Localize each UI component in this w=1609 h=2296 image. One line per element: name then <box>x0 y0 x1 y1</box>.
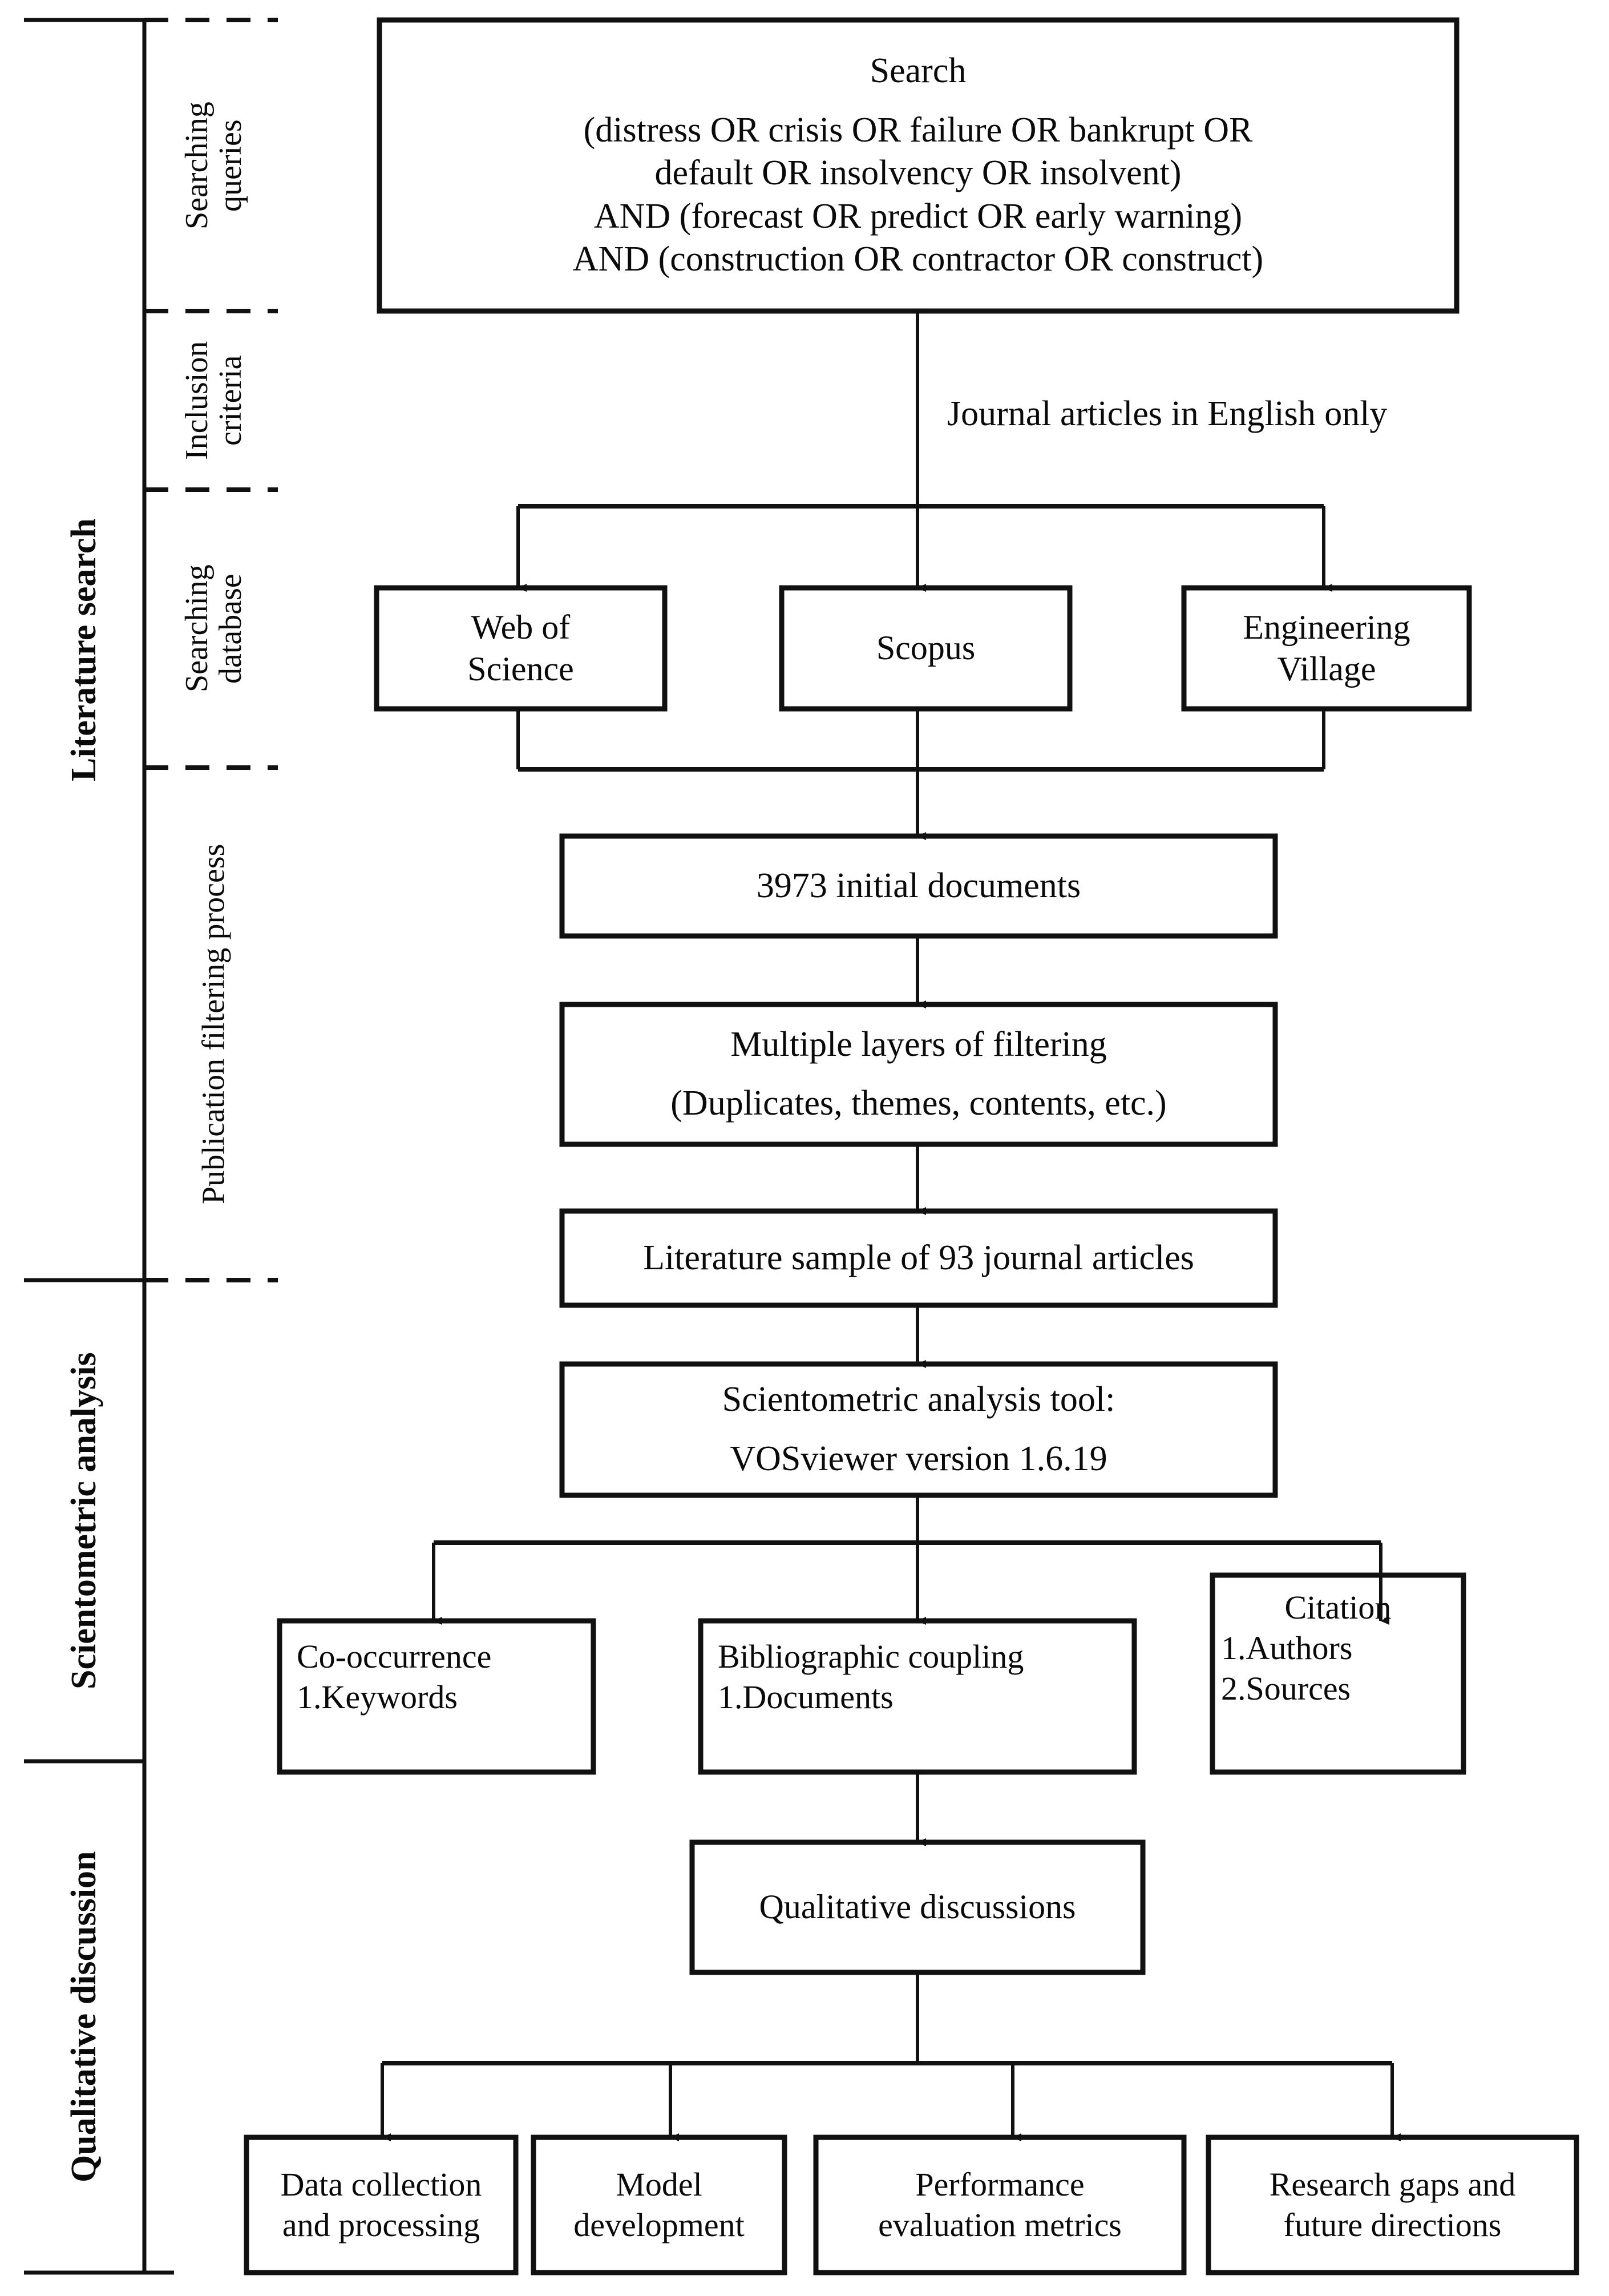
box-research-gaps-and-future-directions <box>1206 2134 1579 2275</box>
analysis-item-1: 1.Authors <box>1221 1629 1353 1666</box>
subphase-label-inclusion-criteria: Inclusion criteria <box>179 341 248 460</box>
label-line-1: Scientometric analysis tool: <box>722 1380 1115 1419</box>
analysis-title: Co-occurrence <box>297 1638 492 1675</box>
label-citation: Citation 1.Authors 2.Sources <box>1221 1575 1455 1772</box>
label-line-1: Literature sample of 93 journal articles <box>643 1238 1194 1277</box>
phase-label-scientometric-analysis: Scientometric analysis <box>64 1352 103 1689</box>
database-label-line-1: Scopus <box>876 629 976 667</box>
label-scientometric-tool: Scientometric analysis tool: VOSviewer v… <box>562 1364 1275 1495</box>
database-box-engineering-village <box>1181 585 1472 712</box>
label-performance-evaluation-metrics: Performance evaluation metrics <box>816 2137 1184 2273</box>
subphase-label-searching-database: Searching database <box>179 564 248 693</box>
label-line-1: 3973 initial documents <box>756 866 1081 905</box>
label-line-2: and processing <box>282 2206 480 2243</box>
search-query-line-4: AND (construction OR contractor OR const… <box>572 240 1264 279</box>
subphase-label-publication-filtering-process: Publication filtering process <box>196 844 232 1204</box>
label-line-2: future directions <box>1283 2206 1502 2243</box>
subphase-label-searching-queries: Searching queries <box>179 102 248 229</box>
analysis-item-1: 1.Keywords <box>297 1678 458 1716</box>
box-citation <box>1210 1572 1466 1775</box>
database-box-scopus <box>779 585 1073 712</box>
label-line-2: (Duplicates, themes, contents, etc.) <box>670 1084 1167 1123</box>
label-line-2: VOSviewer version 1.6.19 <box>730 1439 1107 1478</box>
box-performance-evaluation-metrics <box>813 2134 1187 2275</box>
database-label-scopus: Scopus <box>782 588 1070 709</box>
analysis-item-1: 1.Documents <box>718 1678 894 1716</box>
label-model-development: Model development <box>533 2137 785 2273</box>
label-multiple-layers-filtering: Multiple layers of filtering (Duplicates… <box>562 1004 1275 1144</box>
label-qualitative-discussions: Qualitative discussions <box>692 1842 1143 1972</box>
label-research-gaps-and-future-directions: Research gaps and future directions <box>1208 2137 1576 2273</box>
label-line-1: Data collection <box>280 2165 482 2203</box>
label-line-1: Qualitative discussions <box>759 1888 1076 1926</box>
label-line-1: Performance <box>915 2165 1085 2203</box>
label-line-2: development <box>573 2206 745 2243</box>
label-co-occurrence: Co-occurrence 1.Keywords <box>297 1621 582 1772</box>
edge-label-inclusion-criteria: Journal articles in English only <box>947 394 1388 433</box>
label-literature-sample: Literature sample of 93 journal articles <box>562 1211 1275 1305</box>
database-label-line-1: Engineering <box>1243 608 1410 646</box>
database-box-web-of-science <box>374 585 668 712</box>
database-label-line-1: Web of <box>471 608 571 646</box>
search-query-line-1: (distress OR crisis OR failure OR bankru… <box>583 110 1253 150</box>
analysis-title: Bibliographic coupling <box>718 1638 1024 1675</box>
phase-label-qualitative-discussion: Qualitative discussion <box>64 1851 103 2183</box>
box-co-occurrence <box>277 1618 596 1775</box>
analysis-title: Citation <box>1284 1589 1392 1626</box>
label-line-1: Model <box>616 2165 702 2203</box>
database-label-engineering-village: Engineering Village <box>1184 588 1469 709</box>
search-box-content: Search (distress OR crisis OR failure OR… <box>379 20 1457 311</box>
label-line-2: evaluation metrics <box>878 2206 1122 2243</box>
box-model-development <box>531 2134 787 2275</box>
search-query-line-3: AND (forecast OR predict OR early warnin… <box>593 196 1243 236</box>
label-line-1: Multiple layers of filtering <box>730 1024 1107 1064</box>
database-label-line-2: Village <box>1277 650 1376 688</box>
box-data-collection-and-processing <box>244 2134 519 2275</box>
search-box-title: Search <box>870 51 967 90</box>
label-data-collection-and-processing: Data collection and processing <box>246 2137 516 2273</box>
analysis-item-2: 2.Sources <box>1221 1669 1351 1707</box>
label-initial-documents: 3973 initial documents <box>562 836 1275 936</box>
label-bibliographic-coupling: Bibliographic coupling 1.Documents <box>718 1621 1123 1772</box>
database-label-line-2: Science <box>467 650 574 688</box>
database-label-web-of-science: Web of Science <box>377 588 665 709</box>
phase-label-literature-search: Literature search <box>64 518 103 782</box>
label-line-1: Research gaps and <box>1269 2165 1516 2203</box>
search-query-line-2: default OR insolvency OR insolvent) <box>654 154 1182 193</box>
